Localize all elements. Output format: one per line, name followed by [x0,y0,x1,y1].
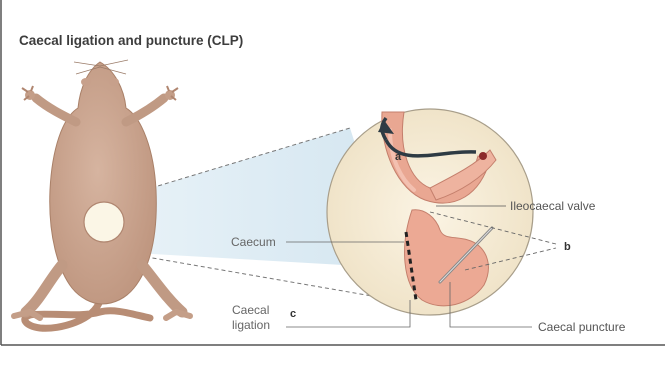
label-ileocaecal-valve: Ileocaecal valve [510,199,596,213]
label-b: b [564,241,571,253]
incision-site [84,202,124,242]
label-caecum: Caecum [231,235,276,249]
label-c: c [290,308,296,320]
label-caecal-ligation-1: Caecal [232,303,269,317]
label-caecal-ligation-2: ligation [232,318,270,332]
diagram-title: Caecal ligation and puncture (CLP) [19,33,243,48]
label-caecal-puncture: Caecal puncture [538,320,626,334]
rat-tail [25,300,150,328]
label-a: a [395,151,402,163]
